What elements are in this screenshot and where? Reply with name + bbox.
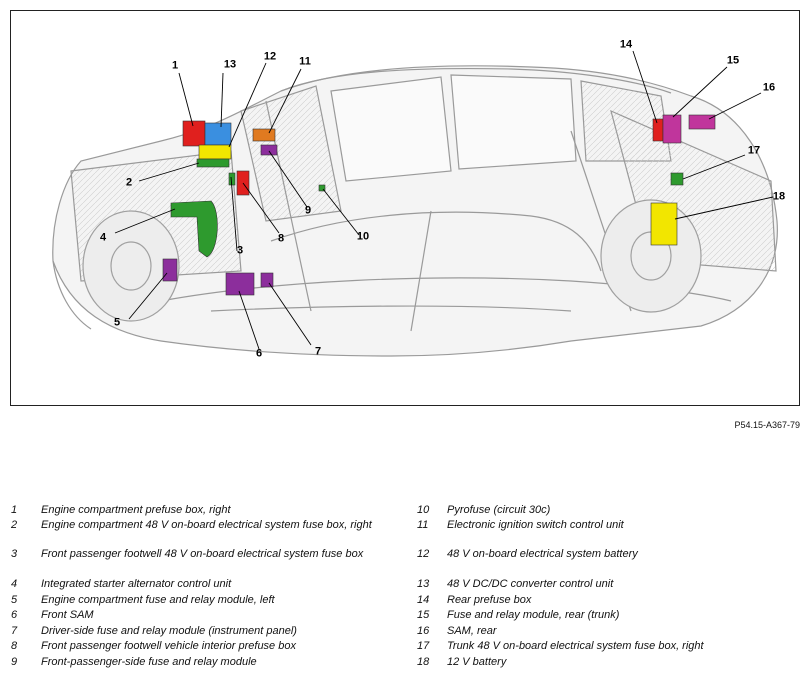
legend-text: Engine compartment fuse and relay module… (41, 594, 275, 606)
vehicle-diagram: 1 2 3 4 5 6 7 8 9 10 11 12 13 14 15 16 1… (10, 10, 800, 406)
legend-number: 13 (417, 578, 430, 590)
component-7-driver-fuse-relay (260, 272, 274, 288)
callout-13: 13 (223, 58, 237, 71)
door-sill (210, 305, 572, 312)
legend-text: Driver-side fuse and relay module (instr… (41, 625, 297, 637)
callout-16: 16 (762, 81, 776, 94)
callout-6: 6 (255, 347, 263, 360)
front-bumper (52, 260, 92, 330)
legend-number: 3 (11, 548, 18, 560)
leader-lines (114, 50, 774, 350)
legend-number: 5 (11, 594, 18, 606)
component-2-48v-fuse-box-right (196, 158, 230, 168)
callout-3: 3 (236, 244, 244, 257)
legend-number: 17 (417, 640, 430, 652)
callout-7: 7 (314, 345, 322, 358)
legend-number: 10 (417, 504, 430, 516)
component-18-12v-battery (650, 202, 678, 246)
legend-text: Rear prefuse box (447, 594, 532, 606)
component-3-footwell-48v-fuse-box (228, 172, 236, 186)
legend-number: 1 (11, 504, 18, 516)
component-12-48v-battery (198, 144, 232, 160)
legend-text: Engine compartment 48 V on-board electri… (41, 519, 372, 531)
legend-text: Trunk 48 V on-board electrical system fu… (447, 640, 704, 652)
roof-line (280, 67, 672, 94)
b-pillar (410, 210, 432, 332)
front-wheel (82, 210, 180, 322)
callout-15: 15 (726, 54, 740, 67)
legend-number: 2 (11, 519, 18, 531)
component-11-ignition-switch (252, 128, 276, 142)
side-window-rear (450, 74, 577, 170)
front-wheel-hub (110, 241, 152, 291)
legend-text: Engine compartment prefuse box, right (41, 504, 231, 516)
component-15-rear-fuse-relay (662, 114, 682, 144)
component-17-trunk-48v-fuse-box (670, 172, 684, 186)
legend-number: 6 (11, 609, 18, 621)
inner-door-frame (270, 211, 602, 272)
component-1-prefuse-box-right (182, 120, 206, 147)
windshield-frame (240, 85, 342, 222)
callout-2: 2 (125, 176, 133, 189)
legend-text: Pyrofuse (circuit 30c) (447, 504, 551, 516)
callout-18: 18 (772, 190, 786, 203)
legend-text: SAM, rear (447, 625, 497, 637)
legend-text: 48 V on-board electrical system battery (447, 548, 638, 560)
legend-number: 16 (417, 625, 430, 637)
vehicle-drawing (52, 50, 778, 357)
legend-number: 15 (417, 609, 430, 621)
component-16-rear-sam (688, 114, 716, 130)
legend-text: Front SAM (41, 609, 94, 621)
legend-text: Front-passenger-side fuse and relay modu… (41, 656, 257, 668)
callout-4: 4 (99, 231, 107, 244)
callout-8: 8 (277, 232, 285, 245)
legend-text: Integrated starter alternator control un… (41, 578, 232, 590)
legend-text: Fuse and relay module, rear (trunk) (447, 609, 620, 621)
legend-number: 8 (11, 640, 18, 652)
legend-text: Electronic ignition switch control unit (447, 519, 624, 531)
component-14-rear-prefuse-box (652, 118, 664, 142)
callout-17: 17 (747, 144, 761, 157)
callout-10: 10 (356, 230, 370, 243)
callout-11: 11 (299, 55, 311, 68)
component-9-fuse-relay-passenger (260, 144, 278, 156)
legend-number: 4 (11, 578, 18, 590)
component-13-dcdc-converter (204, 122, 232, 146)
legend-text: Front passenger footwell 48 V on-board e… (41, 548, 364, 560)
legend-number: 18 (417, 656, 430, 668)
component-4-starter-alternator (170, 200, 218, 258)
callout-1: 1 (171, 59, 179, 72)
component-5-fuse-relay-left (162, 258, 178, 282)
component-6-front-sam (225, 272, 255, 296)
legend-number: 14 (417, 594, 430, 606)
callout-12: 12 (263, 50, 277, 63)
callout-9: 9 (304, 204, 312, 217)
legend-text: 48 V DC/DC converter control unit (447, 578, 614, 590)
legend-text: 12 V battery (447, 656, 507, 668)
legend-number: 12 (417, 548, 430, 560)
legend-number: 9 (11, 656, 18, 668)
callout-5: 5 (113, 316, 121, 329)
callout-14: 14 (619, 38, 633, 51)
side-window-front (330, 76, 452, 182)
legend-text: Front passenger footwell vehicle interio… (41, 640, 296, 652)
component-10-pyrofuse (318, 184, 326, 192)
legend-number: 7 (11, 625, 18, 637)
legend-number: 11 (417, 519, 429, 531)
figure-code: P54.15-A367-79 (734, 420, 800, 430)
